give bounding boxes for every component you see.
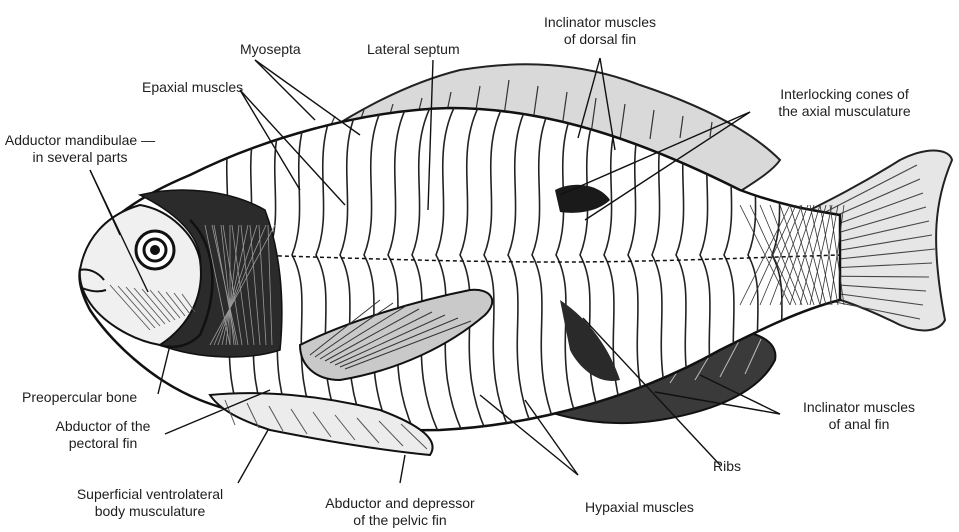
label-myosepta: Myosepta bbox=[240, 41, 301, 58]
label-inclinator-dorsal: Inclinator muscles of dorsal fin bbox=[525, 14, 675, 48]
label-abductor-pelvic: Abductor and depressor of the pelvic fin bbox=[305, 495, 495, 529]
label-lateral-septum: Lateral septum bbox=[367, 41, 460, 58]
label-inclinator-anal: Inclinator muscles of anal fin bbox=[784, 399, 934, 433]
label-preopercular: Preopercular bone bbox=[22, 389, 137, 406]
eye-pupil bbox=[150, 245, 160, 255]
label-ribs: Ribs bbox=[713, 458, 741, 475]
label-epaxial: Epaxial muscles bbox=[142, 79, 243, 96]
label-adductor-mandibulae: Adductor mandibulae — in several parts bbox=[0, 132, 160, 166]
label-interlocking-cones: Interlocking cones of the axial musculat… bbox=[752, 86, 937, 120]
label-hypaxial: Hypaxial muscles bbox=[585, 499, 694, 516]
label-superficial-ventrolateral: Superficial ventrolateral body musculatu… bbox=[40, 486, 260, 520]
label-abductor-pectoral: Abductor of the pectoral fin bbox=[38, 418, 168, 452]
